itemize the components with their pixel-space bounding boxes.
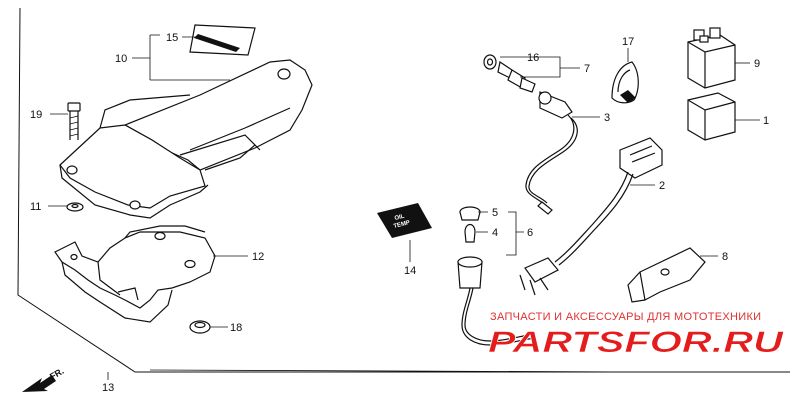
part-5-socket-cap[interactable] <box>459 206 481 221</box>
decal-text-oil: OIL <box>394 214 405 222</box>
callout-numbers: 15 10 19 11 12 18 13 14 16 7 17 3 9 1 2 … <box>30 32 769 394</box>
watermark: ЗАПЧАСТИ И АКСЕССУАРЫ ДЛЯ МОТОТЕХНИКИ PA… <box>488 311 785 359</box>
callout-16: 16 <box>527 52 539 64</box>
watermark-subtitle: ЗАПЧАСТИ И АКСЕССУАРЫ ДЛЯ МОТОТЕХНИКИ <box>490 311 761 323</box>
callout-15: 15 <box>166 32 178 44</box>
callout-11: 11 <box>30 201 41 213</box>
callout-9: 9 <box>754 58 760 70</box>
callout-19: 19 <box>30 109 42 121</box>
part-8-stay[interactable] <box>627 247 706 303</box>
part-1-holder[interactable] <box>687 92 736 141</box>
watermark-brand: PARTSFOR.RU <box>488 326 785 359</box>
part-7-temp-sensor[interactable] <box>497 61 536 93</box>
callout-17: 17 <box>622 36 634 48</box>
callout-6: 6 <box>527 227 533 239</box>
callout-1: 1 <box>763 115 769 127</box>
frame-bottom <box>149 369 641 373</box>
part-4-bulb[interactable] <box>464 223 476 243</box>
callout-13: 13 <box>102 382 114 394</box>
part-6-socket-assembly[interactable] <box>457 256 536 346</box>
part-3-sensor-wire[interactable] <box>525 91 578 215</box>
callout-4: 4 <box>492 227 498 239</box>
callout-8: 8 <box>722 251 728 263</box>
callout-14: 14 <box>404 265 416 277</box>
callout-5: 5 <box>492 207 498 219</box>
callout-7: 7 <box>584 63 590 75</box>
part-14-oil-temp-decal[interactable]: OIL TEMP <box>377 203 432 238</box>
callout-3: 3 <box>604 112 610 124</box>
front-arrow-icon <box>22 375 56 392</box>
part-19-bolt[interactable] <box>67 102 81 140</box>
callout-10: 10 <box>115 53 127 65</box>
front-direction-indicator: FR. <box>22 366 66 392</box>
part-12-lower-bracket[interactable] <box>54 225 216 323</box>
callout-12: 12 <box>252 251 264 263</box>
part-10-bracket-cover[interactable] <box>59 59 313 219</box>
frame-border <box>17 7 790 373</box>
callout-leaders <box>48 34 760 380</box>
part-9-control-unit[interactable] <box>687 27 736 89</box>
callout-2: 2 <box>659 180 665 192</box>
part-2-wire-harness[interactable] <box>519 137 663 296</box>
part-11-washer[interactable] <box>66 202 84 212</box>
front-label: FR. <box>48 366 66 382</box>
part-17-clip[interactable] <box>611 61 639 104</box>
decal-text-temp: TEMP <box>393 220 411 230</box>
part-15-label[interactable] <box>189 24 256 56</box>
callout-18: 18 <box>230 322 242 334</box>
part-18-grommet[interactable] <box>189 320 211 334</box>
part-16-sensor-washer[interactable] <box>483 54 497 70</box>
